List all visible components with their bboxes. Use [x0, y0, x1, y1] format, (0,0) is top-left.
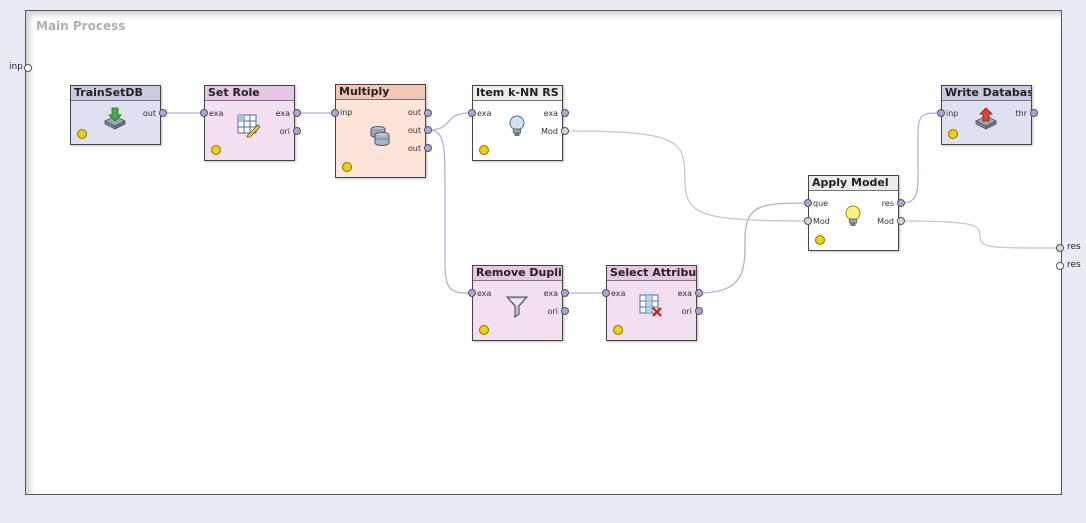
knn-exa-in-port[interactable]: [468, 109, 476, 117]
applymodel-mod-in-port[interactable]: [804, 217, 812, 225]
port-label-out-2: out: [407, 126, 421, 135]
writedb-thr-port[interactable]: [1030, 109, 1038, 117]
removedup-exa-out-port[interactable]: [561, 289, 569, 297]
status-indicator: [613, 325, 623, 335]
funnel-icon: [505, 296, 529, 318]
process-result-label-1: res: [1067, 242, 1081, 252]
wire-selectattr-applymodel: [697, 202, 806, 294]
operator-write-database[interactable]: Write Database inp thr: [941, 85, 1032, 145]
port-label-mod: Mod: [541, 127, 558, 136]
operator-title: Multiply: [336, 85, 425, 100]
table-edit-icon: [237, 114, 261, 138]
setrole-exa-out-port[interactable]: [293, 109, 301, 117]
database-import-icon: [104, 107, 126, 130]
process-result-label-2: res: [1067, 260, 1081, 270]
port-label-thr: thr: [1015, 109, 1028, 118]
multiply-out-port-2[interactable]: [424, 126, 432, 134]
operator-select-attributes[interactable]: Select Attribu... exa exa ori: [606, 265, 697, 341]
port-label-exa-out: exa: [543, 109, 558, 118]
port-label-exa-out: exa: [275, 109, 290, 118]
port-label-exa-in: exa: [209, 109, 224, 118]
operator-title: Remove Dupli...: [473, 266, 562, 281]
process-input-port[interactable]: [24, 64, 32, 72]
operator-title: Apply Model: [809, 176, 898, 191]
operator-item-knn-rs[interactable]: Item k-NN RS exa exa Mod: [472, 85, 563, 161]
table-delete-icon: [639, 294, 662, 317]
status-indicator: [77, 129, 87, 139]
wire-multiply-knn: [427, 112, 471, 131]
operator-trainsetdb[interactable]: TrainSetDB out: [70, 85, 161, 145]
process-result-port-1[interactable]: [1056, 244, 1064, 252]
operator-remove-duplicates[interactable]: Remove Dupli... exa exa ori: [472, 265, 563, 341]
port-label-ori: ori: [547, 307, 558, 316]
lightbulb-icon: [845, 205, 861, 226]
port-label-res: res: [881, 199, 894, 208]
trainsetdb-out-port[interactable]: [159, 109, 167, 117]
port-label-exa-in: exa: [477, 289, 492, 298]
operator-apply-model[interactable]: Apply Model que Mod res Mod: [808, 175, 899, 251]
wire-applymodel-writedb: [900, 112, 941, 204]
status-indicator: [479, 145, 489, 155]
setrole-exa-in-port[interactable]: [200, 109, 208, 117]
port-label-ori: ori: [279, 127, 290, 136]
operator-title: Item k-NN RS: [473, 86, 562, 101]
port-label-que: que: [813, 199, 829, 208]
knn-exa-out-port[interactable]: [561, 109, 569, 117]
applymodel-mod-out-port[interactable]: [897, 217, 905, 225]
port-label-exa-out: exa: [543, 289, 558, 298]
port-label-out-1: out: [407, 108, 421, 117]
port-label-inp: inp: [946, 109, 959, 118]
selectattr-exa-out-port[interactable]: [695, 289, 703, 297]
port-label-ori: ori: [681, 307, 692, 316]
multiply-out-port-3[interactable]: [424, 144, 432, 152]
setrole-ori-port[interactable]: [293, 127, 301, 135]
multiply-inp-port[interactable]: [331, 109, 339, 117]
removedup-exa-in-port[interactable]: [468, 289, 476, 297]
selectattr-ori-port[interactable]: [695, 307, 703, 315]
database-export-icon: [975, 107, 997, 130]
process-input-label: inp: [9, 62, 23, 72]
status-indicator: [342, 162, 352, 172]
wire-applymodel-result: [900, 220, 1059, 249]
operator-title: TrainSetDB: [71, 86, 160, 101]
status-indicator: [948, 129, 958, 139]
operator-title: Write Database: [942, 86, 1031, 101]
status-indicator: [479, 325, 489, 335]
port-label-inp: inp: [340, 108, 353, 117]
operator-set-role[interactable]: Set Role exa exa ori: [204, 85, 295, 161]
removedup-ori-port[interactable]: [561, 307, 569, 315]
process-title: Main Process: [36, 19, 126, 33]
knn-mod-port[interactable]: [561, 127, 569, 135]
port-label-exa-out: exa: [677, 289, 692, 298]
lightbulb-icon: [509, 115, 525, 136]
applymodel-que-port[interactable]: [804, 199, 812, 207]
port-label-out: out: [142, 109, 156, 118]
writedb-inp-port[interactable]: [937, 109, 945, 117]
port-label-mod-in: Mod: [813, 217, 830, 226]
applymodel-res-port[interactable]: [897, 199, 905, 207]
port-label-out-3: out: [407, 144, 421, 153]
port-label-exa-in: exa: [477, 109, 492, 118]
process-result-port-2[interactable]: [1056, 262, 1064, 270]
port-label-mod-out: Mod: [877, 217, 894, 226]
wire-multiply-removedup: [427, 129, 471, 294]
operator-multiply[interactable]: Multiply inp out out out: [335, 84, 426, 178]
database-stack-icon: [370, 126, 390, 146]
wire-knn-applymodel: [565, 130, 806, 222]
multiply-out-port-1[interactable]: [424, 109, 432, 117]
port-label-exa-in: exa: [611, 289, 626, 298]
operator-title: Set Role: [205, 86, 294, 101]
selectattr-exa-in-port[interactable]: [602, 289, 610, 297]
status-indicator: [815, 235, 825, 245]
operator-title: Select Attribu...: [607, 266, 696, 281]
status-indicator: [211, 145, 221, 155]
